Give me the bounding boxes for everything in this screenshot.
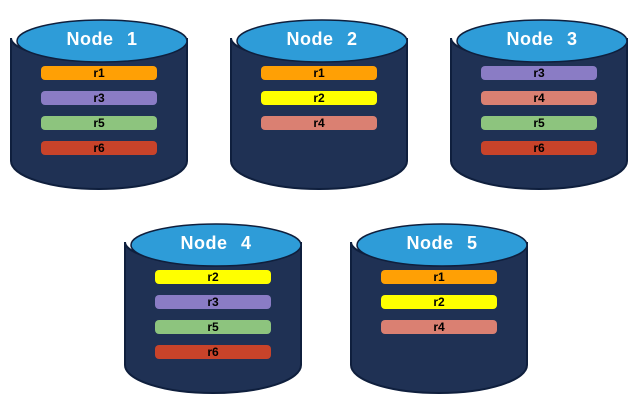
database-node-node-2: Node 2 r1 r2 r4 bbox=[228, 8, 410, 192]
replica-bar-r6: r6 bbox=[481, 141, 597, 155]
replica-bar-r2: r2 bbox=[381, 295, 497, 309]
replica-label: r4 bbox=[313, 116, 325, 130]
replica-label: r2 bbox=[433, 295, 445, 309]
replica-label: r5 bbox=[93, 116, 105, 130]
replica-label: r4 bbox=[433, 320, 445, 334]
replica-list: r1 r2 r4 bbox=[228, 66, 410, 130]
replica-label: r2 bbox=[313, 91, 325, 105]
replica-bar-r2: r2 bbox=[261, 91, 377, 105]
database-node-node-3: Node 3 r3 r4 r5 r6 bbox=[448, 8, 630, 192]
replica-label: r6 bbox=[533, 141, 545, 155]
replica-label: r1 bbox=[433, 270, 445, 284]
replica-label: r5 bbox=[533, 116, 545, 130]
database-node-node-5: Node 5 r1 r2 r4 bbox=[348, 212, 530, 396]
replica-label: r2 bbox=[207, 270, 219, 284]
database-node-node-4: Node 4 r2 r3 r5 r6 bbox=[122, 212, 304, 396]
replica-bar-r4: r4 bbox=[381, 320, 497, 334]
node-title: Node 3 bbox=[506, 29, 578, 49]
replica-list: r1 r2 r4 bbox=[348, 270, 530, 334]
replica-bar-r5: r5 bbox=[481, 116, 597, 130]
replica-bar-r3: r3 bbox=[41, 91, 157, 105]
replica-bar-r5: r5 bbox=[155, 320, 271, 334]
replica-label: r1 bbox=[313, 66, 325, 80]
replica-label: r6 bbox=[207, 345, 219, 359]
replica-label: r6 bbox=[93, 141, 105, 155]
replica-label: r5 bbox=[207, 320, 219, 334]
replica-label: r3 bbox=[93, 91, 105, 105]
replica-label: r4 bbox=[533, 91, 545, 105]
replica-list: r1 r3 r5 r6 bbox=[8, 66, 190, 155]
replica-list: r2 r3 r5 r6 bbox=[122, 270, 304, 359]
replica-label: r1 bbox=[93, 66, 105, 80]
replica-bar-r3: r3 bbox=[155, 295, 271, 309]
replica-list: r3 r4 r5 r6 bbox=[448, 66, 630, 155]
node-title: Node 1 bbox=[66, 29, 138, 49]
replica-bar-r4: r4 bbox=[481, 91, 597, 105]
node-title: Node 5 bbox=[406, 233, 478, 253]
replica-bar-r2: r2 bbox=[155, 270, 271, 284]
node-row-bottom: Node 4 r2 r3 r5 r6 Node 5 r1 r2 r4 bbox=[0, 212, 638, 396]
replica-bar-r6: r6 bbox=[41, 141, 157, 155]
node-title: Node 4 bbox=[180, 233, 252, 253]
replica-bar-r4: r4 bbox=[261, 116, 377, 130]
replica-label: r3 bbox=[533, 66, 545, 80]
replica-bar-r3: r3 bbox=[481, 66, 597, 80]
database-node-node-1: Node 1 r1 r3 r5 r6 bbox=[8, 8, 190, 192]
replica-bar-r1: r1 bbox=[41, 66, 157, 80]
replica-label: r3 bbox=[207, 295, 219, 309]
replica-bar-r1: r1 bbox=[261, 66, 377, 80]
replica-bar-r6: r6 bbox=[155, 345, 271, 359]
replica-bar-r5: r5 bbox=[41, 116, 157, 130]
node-title: Node 2 bbox=[286, 29, 358, 49]
replica-bar-r1: r1 bbox=[381, 270, 497, 284]
